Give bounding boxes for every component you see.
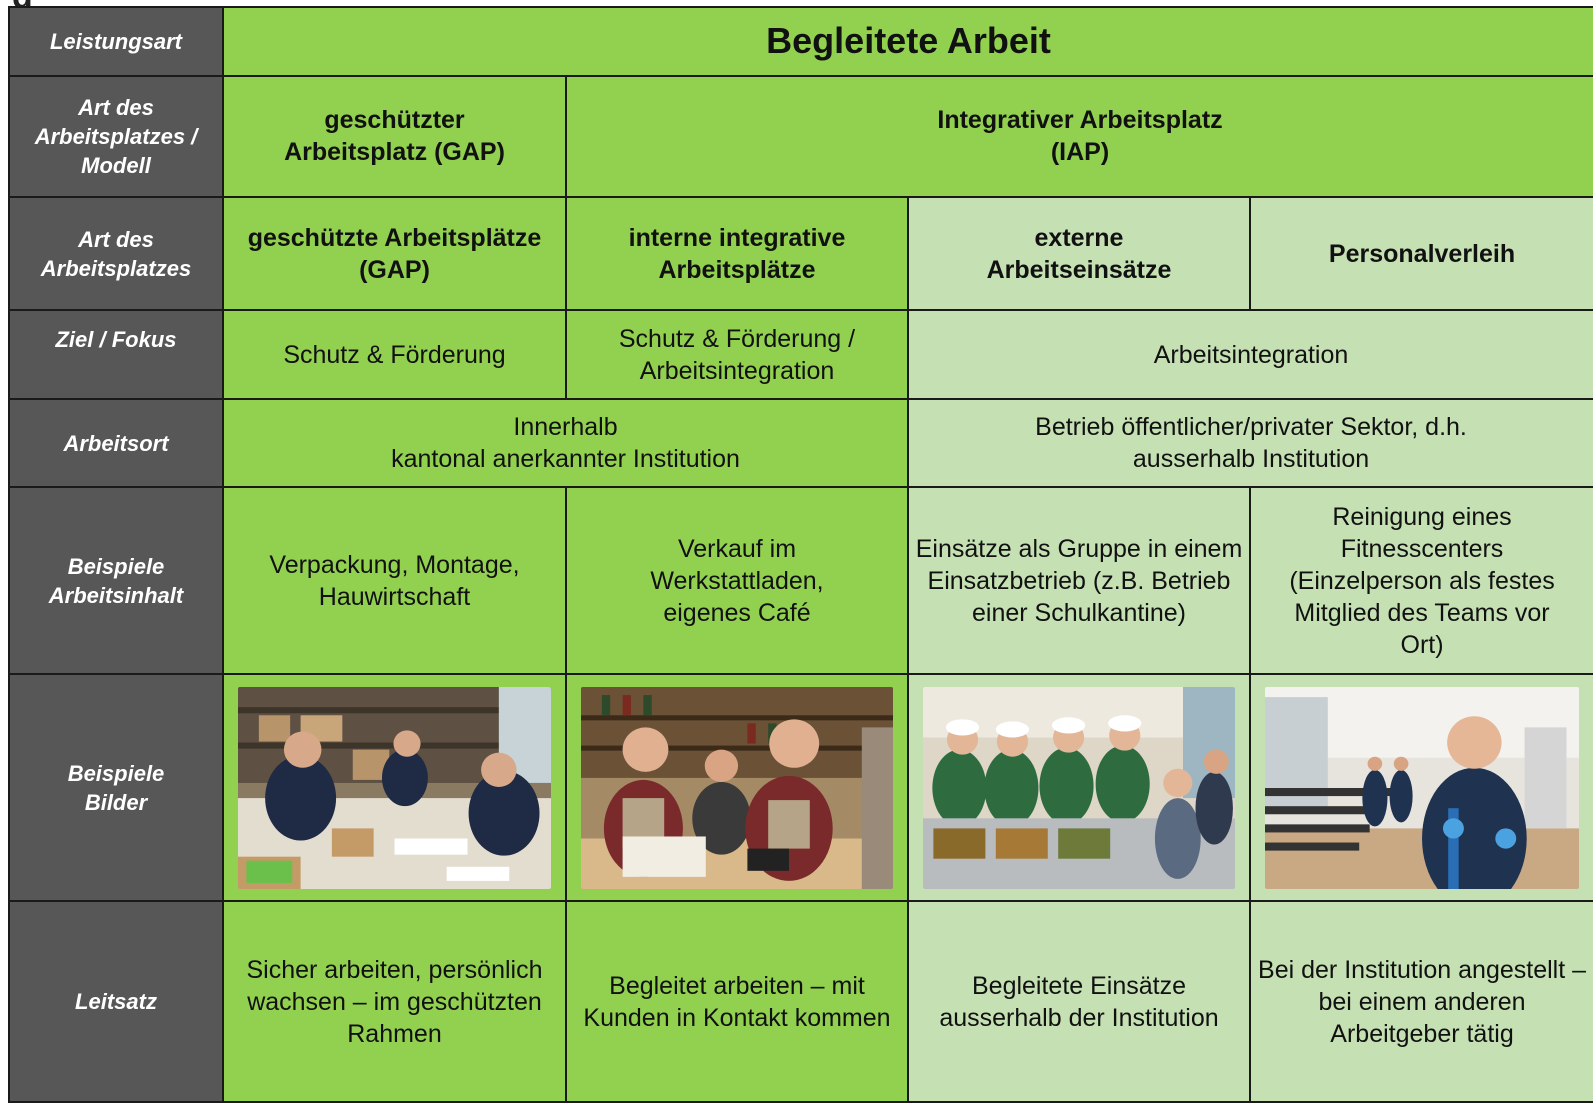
art-intern: interne integrative Arbeitsplätze	[565, 196, 909, 312]
art-extern: externe Arbeitseinsätze	[907, 196, 1251, 312]
art-intern-text: interne integrative Arbeitsplätze	[628, 223, 846, 284]
row-leitsatz: Leitsatz Sicher arbeiten, persönlich wac…	[8, 900, 1593, 1103]
label-art: Art des Arbeitsplatzes	[8, 196, 224, 312]
label-leitsatz: Leitsatz	[8, 900, 224, 1103]
leitsatz-col2: Begleitet arbeiten – mit Kunden in Konta…	[565, 900, 909, 1103]
photo-fitness-cleaning	[1265, 686, 1580, 889]
row-art: Art des Arbeitsplatzes geschützte Arbeit…	[8, 196, 1593, 312]
inhalt-col1: Verpackung, Montage, Hauwirtschaft	[222, 486, 567, 675]
modell-iap-line2: (IAP)	[1050, 138, 1110, 167]
modell-gap-text: geschützter Arbeitsplatz (GAP)	[284, 106, 505, 167]
modell-gap: geschützter Arbeitsplatz (GAP)	[222, 74, 567, 199]
leitsatz-col1: Sicher arbeiten, persönlich wachsen – im…	[222, 900, 567, 1103]
ort-innerhalb-line2: kantonal anerkannter Institution	[391, 445, 740, 474]
ziel-col1: Schutz & Förderung	[222, 309, 567, 400]
row-leistungsart: Leistungsart Begleitete Arbeit	[8, 6, 1593, 77]
image-cell-kantine	[907, 672, 1251, 903]
art-gap: geschützte Arbeitsplätze (GAP)	[222, 196, 567, 312]
ort-ausserhalb-line1: Betrieb öffentlicher/privater Sektor, d.…	[1035, 413, 1467, 442]
image-cell-verkauf	[565, 672, 909, 903]
modell-iap: Integrativer Arbeitsplatz (IAP)	[564, 74, 1593, 199]
inhalt-col4: Reinigung eines Fitnesscenters (Einzelpe…	[1248, 486, 1593, 675]
image-cell-verpackung	[222, 672, 567, 903]
ort-innerhalb-line1: Innerhalb	[513, 413, 618, 442]
ort-innerhalb: Innerhalb kantonal anerkannter Instituti…	[222, 397, 909, 489]
inhalt-col2: Verkauf im Werkstattladen, eigenes Café	[565, 486, 909, 675]
photo-shop-counter	[581, 686, 893, 889]
row-arbeitsort: Arbeitsort Innerhalb kantonal anerkannte…	[8, 397, 1593, 489]
art-personalverleih: Personalverleih	[1248, 196, 1593, 312]
leitsatz-col3: Begleitete Einsätze ausserhalb der Insti…	[907, 900, 1251, 1103]
label-leistungsart: Leistungsart	[8, 6, 224, 77]
label-ziel: Ziel / Fokus	[8, 309, 224, 400]
label-art-modell: Art des Arbeitsplatzes / Modell	[8, 74, 224, 199]
ort-ausserhalb-line2: ausserhalb Institution	[1132, 445, 1370, 474]
row-modell: Art des Arbeitsplatzes / Modell geschütz…	[8, 74, 1593, 199]
header-begleitete-arbeit: Begleitete Arbeit	[221, 6, 1593, 77]
leitsatz-col4: Bei der Institution angestellt – bei ein…	[1248, 900, 1593, 1103]
ziel-col34: Arbeitsintegration	[906, 309, 1593, 400]
row-ziel: Ziel / Fokus Schutz & Förderung Schutz &…	[8, 309, 1593, 400]
modell-iap-line1: Integrativer Arbeitsplatz	[937, 106, 1223, 135]
row-arbeitsinhalt: Beispiele Arbeitsinhalt Verpackung, Mont…	[8, 486, 1593, 675]
row-bilder: Beispiele Bilder	[8, 672, 1593, 903]
ziel-col2: Schutz & Förderung / Arbeitsintegration	[565, 309, 909, 400]
label-bilder: Beispiele Bilder	[8, 672, 224, 903]
inhalt-col2-text: Verkauf im Werkstattladen, eigenes Café	[650, 534, 824, 627]
label-arbeitsinhalt: Beispiele Arbeitsinhalt	[8, 486, 224, 675]
label-arbeitsort: Arbeitsort	[8, 397, 224, 489]
overview-table: Leistungsart Begleitete Arbeit Art des A…	[8, 6, 1593, 1103]
image-cell-fitness	[1248, 672, 1593, 903]
ort-ausserhalb: Betrieb öffentlicher/privater Sektor, d.…	[906, 397, 1593, 489]
photo-packaging-workshop	[238, 686, 551, 889]
art-extern-text: externe Arbeitseinsätze	[986, 223, 1172, 284]
inhalt-col3: Einsätze als Gruppe in einem Einsatzbetr…	[907, 486, 1251, 675]
photo-school-canteen	[923, 686, 1235, 889]
